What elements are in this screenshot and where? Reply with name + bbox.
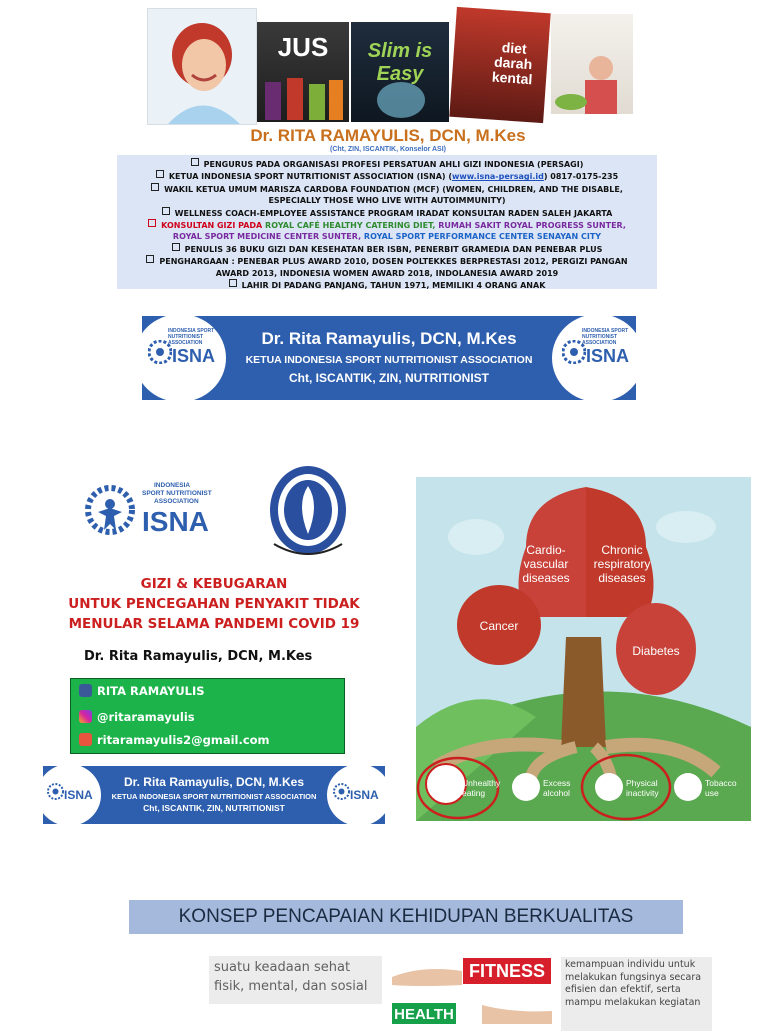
respiratory-label: Chronic respiratory diseases bbox=[593, 543, 651, 585]
section-title: KONSEP PENCAPAIAN KEHIDUPAN BERKUALITAS bbox=[129, 900, 683, 934]
fitness-health-image: FITNESS HEALTH bbox=[392, 955, 552, 1024]
isna-logo-large: INDONESIA SPORT NUTRITIONIST ASSOCIATION… bbox=[84, 480, 229, 540]
isna-emblem-icon bbox=[333, 783, 350, 800]
isna-logo: ISNA bbox=[43, 766, 101, 824]
contact-box: RITA RAMAYULIS @ritaramayulis ritaramayu… bbox=[70, 678, 345, 754]
book-cover-slim: Slim is Easy bbox=[351, 22, 449, 122]
isna-emblem-icon bbox=[562, 340, 586, 364]
list-item: ROYAL SPORT MEDICINE CENTER SUNTER, ROYA… bbox=[172, 232, 602, 242]
cardiovascular-label: Cardio- vascular diseases bbox=[522, 543, 570, 585]
banner-title: KETUA INDONESIA SPORT NUTRITIONIST ASSOC… bbox=[245, 354, 533, 366]
physical-inactivity-label: Physical inactivity bbox=[626, 778, 659, 798]
health-sign: HEALTH bbox=[392, 1003, 456, 1024]
facebook-icon bbox=[79, 684, 92, 697]
isna-website-link[interactable]: www.isna-persagi.id bbox=[452, 172, 544, 182]
list-item: KETUA INDONESIA SPORT NUTRITIONIST ASSOC… bbox=[117, 170, 657, 182]
isna-emblem-icon bbox=[148, 340, 172, 364]
portrait-photo bbox=[147, 8, 257, 125]
isna-emblem-icon bbox=[47, 783, 64, 800]
list-item: PENGURUS PADA ORGANISASI PROFESI PERSATU… bbox=[117, 158, 657, 170]
banner-credentials: Cht, ISCANTIK, ZIN, NUTRITIONIST bbox=[289, 371, 489, 385]
list-item: KONSULTAN GIZI PADA ROYAL CAFÉ HEALTHY C… bbox=[117, 219, 657, 231]
list-item: WELLNESS COACH-EMPLOYEE ASSISTANCE PROGR… bbox=[117, 206, 657, 219]
banner-name: Dr. Rita Ramayulis, DCN, M.Kes bbox=[261, 329, 517, 348]
profile-credentials: (Cht, ZIN, ISCANTIK, Konselor ASI) bbox=[329, 146, 447, 153]
isna-logo: ISNA bbox=[327, 766, 385, 824]
isna-logo: ISNA INDONESIA SPORT NUTRITIONIST ASSOCI… bbox=[142, 316, 226, 400]
instagram-icon bbox=[79, 710, 92, 723]
profile-name: Dr. RITA RAMAYULIS, DCN, M.Kes bbox=[250, 126, 526, 145]
cancer-label: Cancer bbox=[479, 619, 519, 633]
unhealthy-eating-label: Unhealthy eating bbox=[462, 778, 501, 798]
list-item: LAHIR DI PADANG PANJANG, TAHUN 1971, MEM… bbox=[117, 279, 657, 291]
tree-illustration bbox=[416, 487, 751, 821]
presenter-name: Dr. Rita Ramayulis, DCN, M.Kes bbox=[84, 649, 313, 664]
isna-logo: ISNA INDONESIA SPORT NUTRITIONIST ASSOCI… bbox=[552, 316, 636, 400]
persagi-logo bbox=[264, 464, 352, 562]
banner-credentials: Cht, ISCANTIK, ZIN, NUTRITIONIST bbox=[143, 803, 285, 813]
list-item: AWARD 2013, INDONESIA WOMEN AWARD 2018, … bbox=[215, 268, 559, 278]
isna-emblem-icon bbox=[85, 485, 135, 535]
contact-instagram[interactable]: @ritaramayulis bbox=[79, 710, 195, 724]
tobacco-use-label: Tobacco use bbox=[705, 778, 737, 798]
list-item: PENULIS 36 BUKU GIZI DAN KESEHATAN BER I… bbox=[117, 242, 657, 255]
contact-email[interactable]: ritaramayulis2@gmail.com bbox=[79, 733, 270, 747]
diabetes-label: Diabetes bbox=[632, 644, 680, 658]
banner-name: Dr. Rita Ramayulis, DCN, M.Kes bbox=[123, 775, 305, 789]
excess-alcohol-label: Excess alcohol bbox=[543, 778, 571, 798]
list-item: WAKIL KETUA UMUM MARISZA CARDOBA FOUNDAT… bbox=[117, 182, 657, 195]
isna-banner: ISNA INDONESIA SPORT NUTRITIONIST ASSOCI… bbox=[142, 316, 636, 400]
contact-facebook[interactable]: RITA RAMAYULIS bbox=[79, 684, 205, 698]
fitness-definition-text: kemampuan individu untuk melakukan fungs… bbox=[561, 957, 712, 1031]
book-cover-jus: JUS bbox=[257, 22, 349, 122]
ncd-tree-infographic: Cardio- vascular diseases Chronic respir… bbox=[416, 477, 751, 821]
email-icon bbox=[79, 733, 92, 746]
list-item: PENGHARGAAN : PENEBAR PLUS AWARD 2010, D… bbox=[117, 255, 657, 267]
profile-slide: JUS Slim is Easy diet darah kental Dr. R… bbox=[117, 0, 657, 290]
health-definition-text: suatu keadaan sehat fisik, mental, dan s… bbox=[209, 956, 382, 1004]
book-cover-cooking bbox=[551, 14, 633, 114]
isna-banner-small: ISNA ISNA Dr. Rita Ramayulis, DCN, M.Kes… bbox=[43, 766, 385, 824]
banner-title: KETUA INDONESIA SPORT NUTRITIONIST ASSOC… bbox=[111, 792, 317, 801]
list-item: ESPECIALLY THOSE WHO LIVE WITH AUTOIMMUN… bbox=[268, 196, 506, 206]
profile-list: PENGURUS PADA ORGANISASI PROFESI PERSATU… bbox=[117, 155, 657, 291]
presentation-title: GIZI & KEBUGARAN UNTUK PENCEGAHAN PENYAK… bbox=[68, 576, 360, 632]
book-cover-diet: diet darah kental bbox=[449, 6, 551, 124]
fitness-sign: FITNESS bbox=[462, 957, 552, 985]
